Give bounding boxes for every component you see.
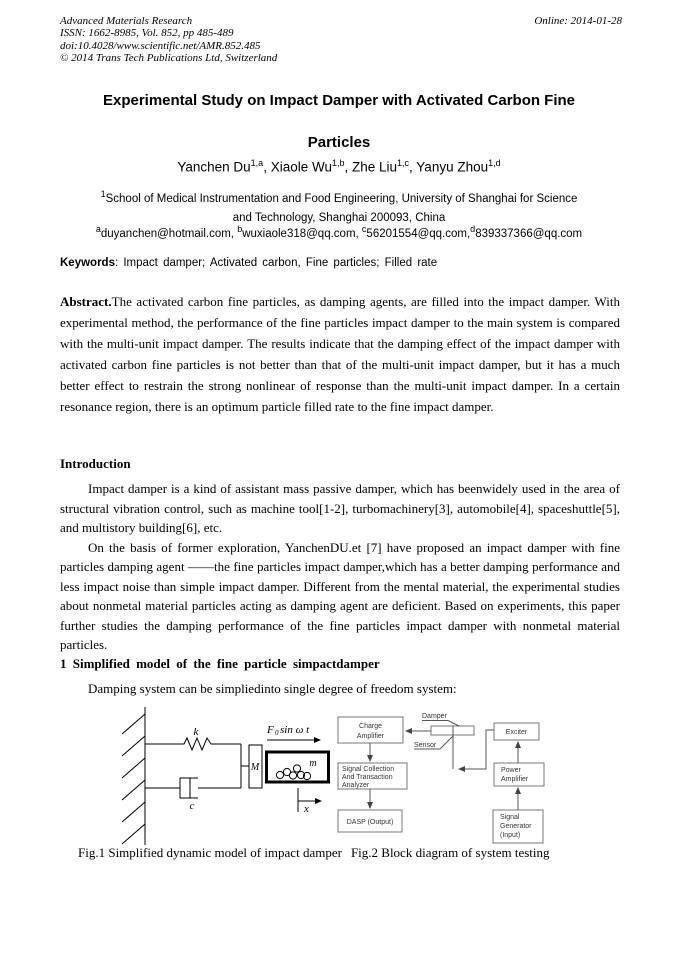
journal-title: Advanced Materials Research [60,15,193,27]
signal-generator-box: Signal Generator (Input) [492,809,544,844]
issn-line: ISSN: 1662-8985, Vol. 852, pp 485-489 [60,27,234,40]
charge-amplifier-box: Charge Amplifier [337,716,404,744]
mass-M: M [240,744,263,789]
doi-line: doi:10.4028/www.scientific.net/AMR.852.4… [60,39,261,52]
journal-header-left: Advanced Materials Research ISSN: 1662-8… [60,15,277,65]
introduction-heading: Introduction [60,456,131,471]
svg-text:Signal Collection: Signal Collection [342,766,394,773]
fig2-connections [367,728,521,810]
svg-text:Power: Power [501,767,522,774]
exciter-to-damper-path [458,729,494,772]
email-mark: c [361,224,367,234]
affiliation-line2: and Technology, Shanghai 200093, China [232,211,446,224]
svg-text:DASP (Output): DASP (Output) [347,819,394,826]
paper-title-line1: Experimental Study on Impact Damper with… [102,92,576,109]
fine-particles [275,764,312,781]
author-affil-mark: 1,c [397,158,410,168]
fig1-caption: Fig.1 Simplified dynamic model of impact… [78,845,342,860]
spring-k: k [145,726,241,752]
mass-label: M [250,762,260,773]
power-amplifier-box: Power Amplifier [493,762,545,787]
figures-canvas: k c M m [121,707,545,845]
paper-title-line2: Particles [307,134,371,151]
email-list: aduyanchen@hotmail.com, bwuxiaole318@qq.… [0,224,678,240]
keywords-label: Keywords [60,257,115,269]
paper-title: Experimental Study on Impact Damper with… [0,80,678,164]
signal-collection-box: Signal Collection And Transaction Analyz… [337,762,408,790]
force-label-rest: sin ω t [280,724,310,736]
figure-captions: Fig.1 Simplified dynamic model of impact… [78,845,550,861]
svg-text:Signal: Signal [500,814,520,821]
email-address: 56201554@qq.com, [366,227,471,240]
keywords-text: : Impact damper; Activated carbon, Fine … [114,257,438,269]
exciter-box: Exciter [493,722,540,741]
abstract: Abstract.The activated carbon fine parti… [60,291,620,417]
force-label-subscript: 0 [275,729,279,737]
author-name: , Xiaole Wu [263,159,332,175]
dashpot-c: c [145,777,241,812]
email-address: wuxiaole318@qq.com, [242,227,362,240]
author-affil-mark: 1,b [331,158,345,168]
keywords-line: Keywords: Impact damper; Activated carbo… [60,257,620,269]
affiliation-mark: 1 [100,189,106,199]
introduction-body: Impact damper is a kind of assistant mas… [60,479,620,655]
x-axis-marker: x [297,788,322,815]
section1-paragraph: Damping system can be simpliedinto singl… [88,681,457,696]
svg-text:Amplifier: Amplifier [501,776,529,783]
introduction-paragraph-1: Impact damper is a kind of assistant mas… [60,481,620,535]
copyright-line: © 2014 Trans Tech Publications Ltd, Swit… [60,52,278,65]
abstract-label: Abstract. [60,294,112,309]
author-list: Yanchen Du1,a, Xiaole Wu1,b, Zhe Liu1,c,… [0,158,678,175]
author-name: , Yanyu Zhou [409,159,489,175]
svg-text:Exciter: Exciter [506,729,528,736]
author-affil-mark: 1,d [488,158,501,168]
online-date: Online: 2014-01-28 [534,15,622,27]
fig2-caption: Fig.2 Block diagram of system testing [350,845,550,860]
sensor-callout-label: Sensor [414,742,437,749]
particle-container-m: m [265,750,330,784]
container-label: m [309,758,316,769]
journal-header: Advanced Materials Research ISSN: 1662-8… [60,15,622,65]
email-address: duyanchen@hotmail.com, [100,227,238,240]
email-mark: a [95,224,101,234]
author-name: , Zhe Liu [344,159,398,175]
dashpot-label: c [190,800,195,812]
svg-text:Generator: Generator [500,823,532,830]
email-mark: b [237,224,243,234]
svg-text:Analyzer: Analyzer [342,782,370,789]
author-affil-mark: 1,a [250,158,264,168]
x-axis-label: x [303,803,309,815]
svg-text:Amplifier: Amplifier [357,733,385,740]
svg-text:(Input): (Input) [500,832,520,839]
svg-text:Charge: Charge [359,723,382,730]
section1-heading: 1 Simplified model of the fine particle … [60,656,380,671]
email-mark: d [470,224,476,234]
damper-callout-label: Damper [422,713,448,720]
dasp-output-box: DASP (Output) [337,809,403,833]
excitation-force: F 0 sin ω t [266,724,321,743]
fig1-dynamic-model: k c M m [121,707,330,845]
fig2-block-diagram: Charge Amplifier Signal Collection And T… [337,713,545,844]
author-name: Yanchen Du [177,159,251,175]
svg-text:And Transaction: And Transaction [342,774,393,781]
fixed-wall [121,707,146,845]
spring-label: k [194,726,200,738]
affiliation: 1School of Medical Instrumentation and F… [0,185,678,228]
force-label-F: F [266,724,274,736]
affiliation-line1: 1School of Medical Instrumentation and F… [100,189,578,205]
abstract-text: The activated carbon fine particles, as … [60,294,620,414]
introduction-paragraph-2: On the basis of former exploration, Yanc… [60,539,620,653]
email-address: 839337366@qq.com [475,227,583,240]
